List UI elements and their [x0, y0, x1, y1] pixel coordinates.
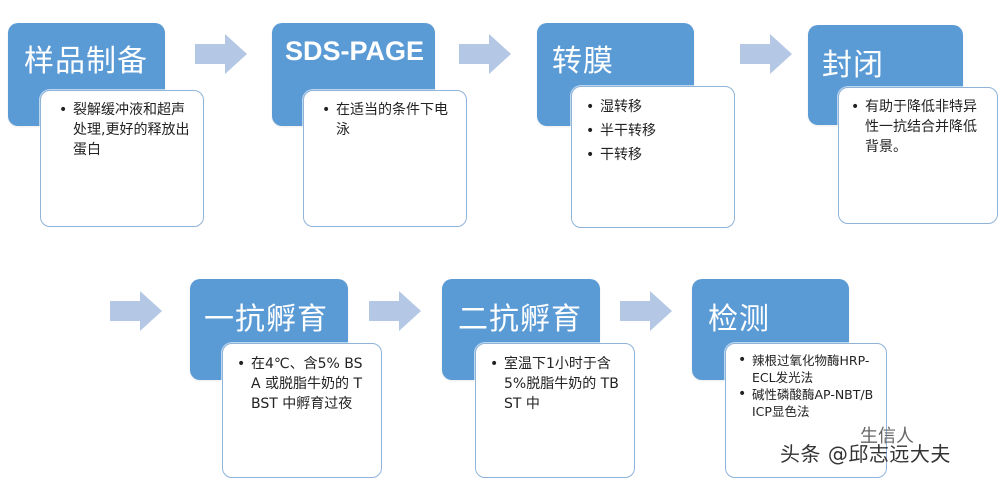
arrow-right-icon — [110, 291, 162, 331]
step-desc-item: 在4℃、含5% BSA 或脱脂牛奶的 TBST 中孵育过夜 — [237, 354, 367, 414]
step-desc-box: 湿转移 半干转移 干转移 — [571, 86, 735, 228]
step-desc-item: 有助于降低非特异性一抗结合并降低背景。 — [851, 97, 985, 157]
step-title: 检测 — [708, 302, 770, 337]
step-title: SDS-PAGE — [285, 36, 425, 66]
step-desc-box: 裂解缓冲液和超声处理,更好的释放出蛋白 — [40, 90, 204, 227]
step-title: 转膜 — [552, 44, 614, 79]
step-desc-item: 湿转移 — [586, 97, 720, 117]
step-desc-box: 在4℃、含5% BSA 或脱脂牛奶的 TBST 中孵育过夜 — [222, 343, 382, 478]
step-title: 样品制备 — [24, 44, 148, 79]
arrow-right-icon — [459, 34, 511, 74]
step-desc-box: 辣根过氧化物酶HRP-ECL发光法 碱性磷酸酶AP-NBT/BICP显色法 — [725, 343, 887, 478]
watermark: 头条 @邱志远大夫 — [780, 442, 951, 466]
step-desc-item: 半干转移 — [586, 121, 720, 141]
step-desc-item: 辣根过氧化物酶HRP-ECL发光法 — [738, 352, 874, 386]
step-title: 一抗孵育 — [204, 302, 328, 337]
arrow-right-icon — [369, 291, 421, 331]
watermark-logo: 生信人 — [860, 426, 914, 447]
arrow-right-icon — [740, 34, 792, 74]
step-title: 封闭 — [822, 48, 884, 83]
step-desc-box: 室温下1小时于含5%脱脂牛奶的 TBST 中 — [475, 343, 635, 478]
step-title: 二抗孵育 — [458, 302, 582, 337]
step-desc-item: 裂解缓冲液和超声处理,更好的释放出蛋白 — [59, 100, 191, 160]
step-desc-item: 干转移 — [586, 145, 720, 165]
step-desc-item: 室温下1小时于含5%脱脂牛奶的 TBST 中 — [490, 354, 620, 414]
arrow-right-icon — [195, 34, 247, 74]
step-desc-item: 碱性磷酸酶AP-NBT/BICP显色法 — [738, 386, 874, 420]
step-desc-box: 有助于降低非特异性一抗结合并降低背景。 — [838, 87, 998, 224]
step-desc-item: 在适当的条件下电泳 — [322, 100, 450, 140]
arrow-right-icon — [620, 291, 672, 331]
step-desc-box: 在适当的条件下电泳 — [303, 90, 467, 227]
